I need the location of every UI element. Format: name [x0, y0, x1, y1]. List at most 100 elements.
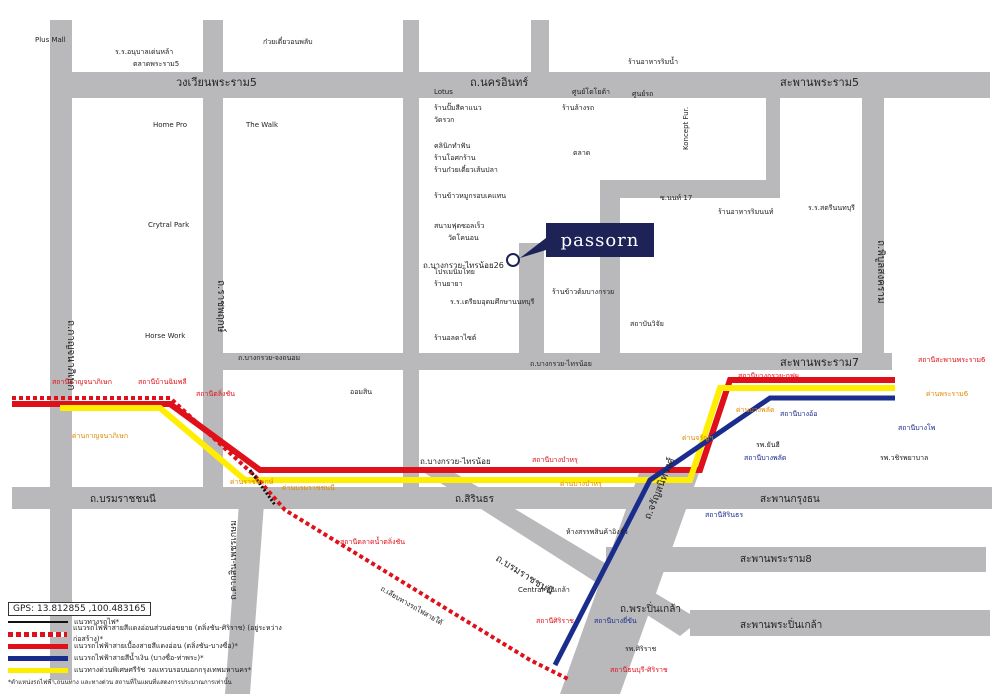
station-sirinthorn: สถานีสิรินธร — [705, 511, 743, 519]
poi-carwash: ร้านล้างรถ — [562, 104, 594, 112]
poi-lotus: Lotus — [434, 88, 453, 96]
yellow-line — [60, 385, 895, 483]
label-nakhon-in: ถ.นครอินทร์ — [470, 76, 528, 89]
poi-wat-ruak: วัดรวก — [434, 116, 454, 124]
red-line — [12, 377, 895, 473]
road-charan — [560, 470, 700, 694]
poi-aldasite: ร้านอลดาไซต์ — [434, 333, 477, 342]
passorn-logo: passorn — [546, 223, 654, 257]
poi-fish-noodle: ร้านก๋วยเตี๋ยวเส้นปลา — [434, 165, 498, 174]
poi-riverside-nont: ร้านอาหารริมนนท์ — [718, 208, 774, 216]
poi-ingua: ห้างสรรพสินค้าอิงฮั่ว — [566, 527, 628, 536]
poi-paint: ร้านปั๊มสีคาแนว — [434, 102, 482, 112]
poi-the-walk: The Walk — [245, 121, 279, 129]
label-bridge5: สะพานพระราม5 — [780, 76, 859, 89]
road-top-stub — [531, 20, 549, 75]
toll-ratchaphruek: ด่านราชพฤกษ์ — [230, 478, 274, 486]
legend-text-blue: แนวรถไฟฟ้าสายสีน้ำเงิน (บางซื่อ-ท่าพระ)* — [74, 653, 204, 662]
label-bang-kruai-chongthanom: ถ.บางกรวย-จงถนอม — [238, 354, 300, 362]
road-pinklao-bridge — [690, 610, 990, 636]
legend-row-blue: แนวรถไฟฟ้าสายสีน้ำเงิน (บางซื่อ-ท่าพระ)* — [8, 652, 308, 664]
label-top-circle: วงเวียนพระราม5 — [176, 76, 257, 89]
poi-market5: ตลาดพระราม5 — [133, 60, 179, 68]
poi-wat-khonon: วัดโคนอน — [448, 233, 479, 242]
station-bang-bamru: สถานีบางบำหรุ — [532, 456, 578, 464]
poi-yaya: ร้านยายา — [434, 280, 463, 288]
poi-shop: ร้านโอศกร้าน — [434, 153, 476, 162]
station-bang-kruai: สถานีบางกรวย-กฟผ. — [738, 372, 801, 380]
road-kanchana — [50, 20, 72, 680]
label-rail-south: ถ.เลียบทางรถไฟสายใต้ — [379, 584, 445, 627]
station-bang-yi-khan: สถานีบางยี่ขัน — [594, 616, 637, 625]
legend-row-yellow: แนวทางด่วนพิเศษศรีรัช วงแหวนรอบนอกกรุงเท… — [8, 664, 308, 676]
road-phibun — [862, 98, 884, 368]
label-pinklao-road: ถ.พระปิ่นเกล้า — [620, 601, 681, 615]
poi-gsb: ออมสิน — [350, 388, 372, 396]
poi-horse-work: Horse Work — [145, 332, 186, 340]
label-chaiyaphruek: ถ.บางกรวย-ไทรน้อย — [420, 457, 491, 466]
road-soi-north — [600, 180, 620, 370]
legend-row-red: แนวรถไฟฟ้าสายเบื้องสายสีแดงอ่อน (ตลิ่งชั… — [8, 640, 308, 652]
legend-swatch-red — [8, 643, 68, 649]
poi-toyota: ศูนย์โตโยต้า — [572, 87, 610, 96]
poi-siriraj: รพ.ศิริราช — [625, 645, 656, 653]
station-bang-phlat: สถานีบางพลัด — [744, 454, 786, 462]
toll-bang-phlat: ด่านบางพลัด — [736, 406, 775, 414]
station-siriraj: สถานีศิริราช — [536, 617, 574, 625]
station-floating-market: สถานีตลาดน้ำตลิ่งชัน — [340, 535, 405, 546]
legend-row-red-ext: แนวรถไฟฟ้าสายสีแดงอ่อนส่วนต่อขยาย (ตลิ่ง… — [8, 624, 308, 643]
station-chimphli: สถานีบ้านฉิมพลี — [138, 378, 187, 386]
poi-riverside: ร้านอาหารริมน้ำ — [628, 55, 678, 66]
label-bang-kruai-sai-noi: ถ.บางกรวย-ไทรน้อย — [530, 359, 592, 368]
legend-swatch-red-ext — [8, 631, 68, 637]
gps-coordinates: GPS: 13.812855 ,100.483165 — [8, 602, 151, 616]
poi-institute: สถาบันวิจัย — [630, 320, 664, 328]
legend-text-yellow: แนวทางด่วนพิเศษศรีรัช วงแหวนรอบนอกกรุงเท… — [74, 665, 252, 674]
poi-futsal: สนามฟุตซอลเร็ว — [434, 221, 485, 230]
poi-home-pro: Home Pro — [153, 121, 187, 129]
legend-row-railway: แนวทางรถไฟ* — [8, 616, 308, 628]
road-passorn-soi — [519, 243, 544, 353]
road-bang-kruai — [403, 20, 419, 500]
poi-anuban: ร.ร.อนุบาลเด่นหล้า — [115, 48, 173, 56]
transit-lines — [12, 377, 895, 682]
station-bang-pho: สถานีบางโพ — [898, 423, 936, 432]
poi-central: Central ปิ่นเกล้า — [518, 585, 570, 594]
legend-text-red-ext: แนวรถไฟฟ้าสายสีแดงอ่อนส่วนต่อขยาย (ตลิ่ง… — [73, 624, 282, 643]
label-bridge8: สะพานพระราม8 — [740, 554, 812, 565]
railway-line — [248, 469, 277, 506]
stations: สถานีกาญจนาภิเษก สถานีบ้านฉิมพลี สถานีตล… — [52, 356, 986, 674]
toll-charan: ด่านจรัญฯ — [682, 434, 713, 442]
legend-swatch-railway — [8, 621, 68, 623]
poi-noodle: ก๋วยเตี๋ยวอนพลับ — [263, 37, 313, 46]
red-extension-line — [12, 396, 571, 682]
legend-text-railway: แนวทางรถไฟ* — [74, 617, 120, 626]
poi-koncept: Koncept Fur. — [682, 107, 690, 150]
passorn-pin — [506, 238, 546, 267]
label-sirinthorn: ถ.สิรินธร — [455, 494, 495, 505]
label-phibun: ถ.พิบูลสงคราม — [875, 240, 886, 304]
poi-school: ร.ร.เตรียมอุดมศึกษานนทบุรี — [450, 297, 535, 306]
poi-yanhee: รพ.ยันฮี — [756, 441, 780, 449]
poi-vajira: รพ.วชิรพยาบาล — [880, 454, 928, 462]
road-ratchaphruek — [203, 20, 223, 490]
poi-service: ศูนย์รถ — [632, 90, 653, 98]
poi-crytral-park: Crytral Park — [148, 221, 190, 229]
map-legend: GPS: 13.812855 ,100.483165 แนวทางรถไฟ* แ… — [8, 602, 308, 688]
label-soi17: ซ.นนท์ 17 — [660, 194, 692, 202]
toll-kanchana: ด่านกาญจนาภิเษก — [72, 432, 128, 440]
station-bang-o: สถานีบางอ้อ — [780, 410, 817, 418]
road-soi-east — [600, 180, 780, 198]
station-taling-chan: สถานีตลิ่งชัน — [196, 389, 235, 398]
station-thonburi-siriraj: สถานีธนบุรี-ศิริราช — [610, 666, 668, 674]
poi-rice-porridge: ร้านข้าวต้มบางกรวย — [552, 288, 614, 296]
poi-market: ตลาด — [573, 149, 590, 157]
legend-swatch-blue — [8, 655, 68, 661]
toll-bang-bamru: ด่านบางบำหรุ — [560, 480, 602, 488]
label-kanchana: ถ.กาญจนาภิเษก — [65, 320, 76, 390]
toll-borom: ด่านบรมราชชนนี — [282, 484, 335, 492]
label-taksin: ถ.ตากสิน-เพชรเกษม — [228, 520, 239, 600]
poi-plus-mall: Plus Mall — [35, 36, 66, 44]
